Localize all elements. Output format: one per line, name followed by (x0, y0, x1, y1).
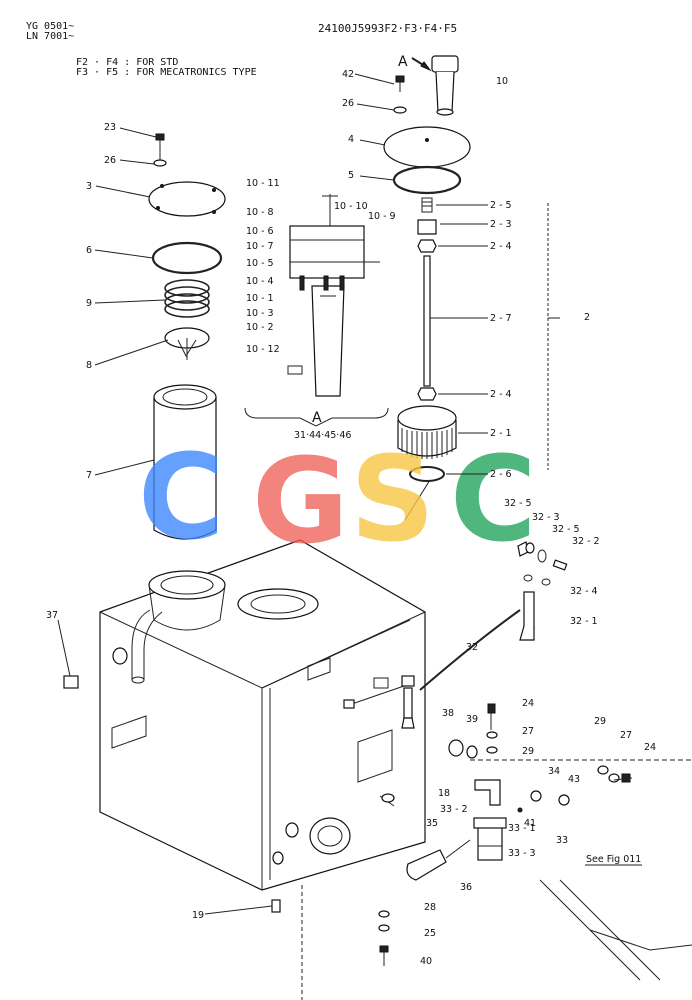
callout-41: 41 (524, 818, 536, 829)
callout-2: 2 (584, 312, 590, 323)
callout-33-2: 33 - 2 (440, 804, 468, 815)
callout-43: 43 (568, 774, 580, 785)
callout-10-9: 10 - 9 (368, 211, 396, 222)
callout-35: 35 (426, 818, 438, 829)
callout-25: 25 (424, 928, 436, 939)
callout-2-1: 2 - 1 (490, 428, 512, 439)
callout-37: 37 (46, 610, 58, 621)
callout-2-7: 2 - 7 (490, 313, 512, 324)
callout-34: 34 (548, 766, 560, 777)
note-std: F2 · F4 : FOR STD (76, 57, 179, 68)
callout-36: 36 (460, 882, 472, 893)
callout-24: 24 (644, 742, 656, 753)
callout-33-1: 33 - 1 (508, 823, 536, 834)
callout-10-4: 10 - 4 (246, 276, 274, 287)
detail-view-a (244, 194, 389, 427)
callout-10-10: 10 - 10 (334, 201, 368, 212)
callout-10-7: 10 - 7 (246, 241, 274, 252)
callout-26: 26 (342, 98, 354, 109)
svg-text:C: C (450, 430, 537, 568)
callout-2-4: 2 - 4 (490, 389, 512, 400)
spring (164, 279, 210, 318)
callout-32: 32 (466, 642, 478, 653)
callout-2-3: 2 - 3 (490, 219, 512, 230)
callout-40: 40 (420, 956, 432, 967)
callout-29: 29 (522, 746, 534, 757)
serial-range-1: YG 0501~ (26, 21, 75, 32)
callout-38: 38 (442, 708, 454, 719)
callout-10-1: 10 - 1 (246, 293, 274, 304)
callout-9: 9 (86, 298, 92, 309)
callout-24: 24 (522, 698, 534, 709)
callout-10-8: 10 - 8 (246, 207, 274, 218)
callout-6: 6 (86, 245, 92, 256)
callout-28: 28 (424, 902, 436, 913)
callout-27: 27 (522, 726, 534, 737)
svg-text:S: S (350, 430, 435, 568)
note-mecatronics: F3 · F5 : FOR MECATRONICS TYPE (76, 67, 257, 78)
callout-32-5: 32 - 5 (552, 524, 580, 535)
return-fittings (63, 479, 633, 966)
svg-text:C: C (138, 428, 225, 566)
breather-assembly (383, 55, 560, 482)
hydraulic-tank (99, 539, 692, 1000)
callout-leaders (57, 73, 488, 915)
callout-32-3: 32 - 3 (532, 512, 560, 523)
callout-18: 18 (438, 788, 450, 799)
callout-19: 19 (192, 910, 204, 921)
callout-10-12: 10 - 12 (246, 344, 280, 355)
callout-7: 7 (86, 470, 92, 481)
callout-see-fig: See Fig 011 (586, 854, 641, 865)
callout-2-5: 2 - 5 (490, 200, 512, 211)
callout-32-4: 32 - 4 (570, 586, 598, 597)
callout-33-3: 33 - 3 (508, 848, 536, 859)
label-view-a-arrow: A (398, 54, 408, 70)
callout-27: 27 (620, 730, 632, 741)
callout-32-2: 32 - 2 (572, 536, 600, 547)
callout-10-5: 10 - 5 (246, 258, 274, 269)
cgsc-watermark: C G S C (138, 428, 537, 570)
callout-10: 10 (496, 76, 508, 87)
callout-labels: A A 42 26 10 4 5 2 - 5 2 - 3 2 - 4 2 - 7… (46, 54, 656, 967)
callout-39: 39 (466, 714, 478, 725)
callout-10-2: 10 - 2 (246, 322, 274, 333)
filter-stack (148, 133, 226, 540)
serial-range-2: LN 7001~ (26, 31, 75, 42)
callout-8: 8 (86, 360, 92, 371)
label-view-a-detail: A (312, 410, 322, 426)
callout-26: 26 (104, 155, 116, 166)
callout-32-5: 32 - 5 (504, 498, 532, 509)
callout-10-6: 10 - 6 (246, 226, 274, 237)
part-number: 24100J5993F2·F3·F4·F5 (318, 22, 458, 35)
callout-42: 42 (342, 69, 354, 80)
callout-10-11: 10 - 11 (246, 178, 280, 189)
callout-5: 5 (348, 170, 354, 181)
callout-23: 23 (104, 122, 116, 133)
callout-2-6: 2 - 6 (490, 469, 512, 480)
callout-3: 3 (86, 181, 92, 192)
callout-33: 33 (556, 835, 568, 846)
strainer-mesh (401, 428, 453, 459)
callout-31-44-45-46: 31·44·45·46 (294, 430, 351, 441)
svg-text:G: G (252, 432, 349, 570)
callout-29: 29 (594, 716, 606, 727)
callout-4: 4 (348, 134, 354, 145)
callout-2-4: 2 - 4 (490, 241, 512, 252)
callout-32-1: 32 - 1 (570, 616, 598, 627)
callout-10-3: 10 - 3 (246, 308, 274, 319)
